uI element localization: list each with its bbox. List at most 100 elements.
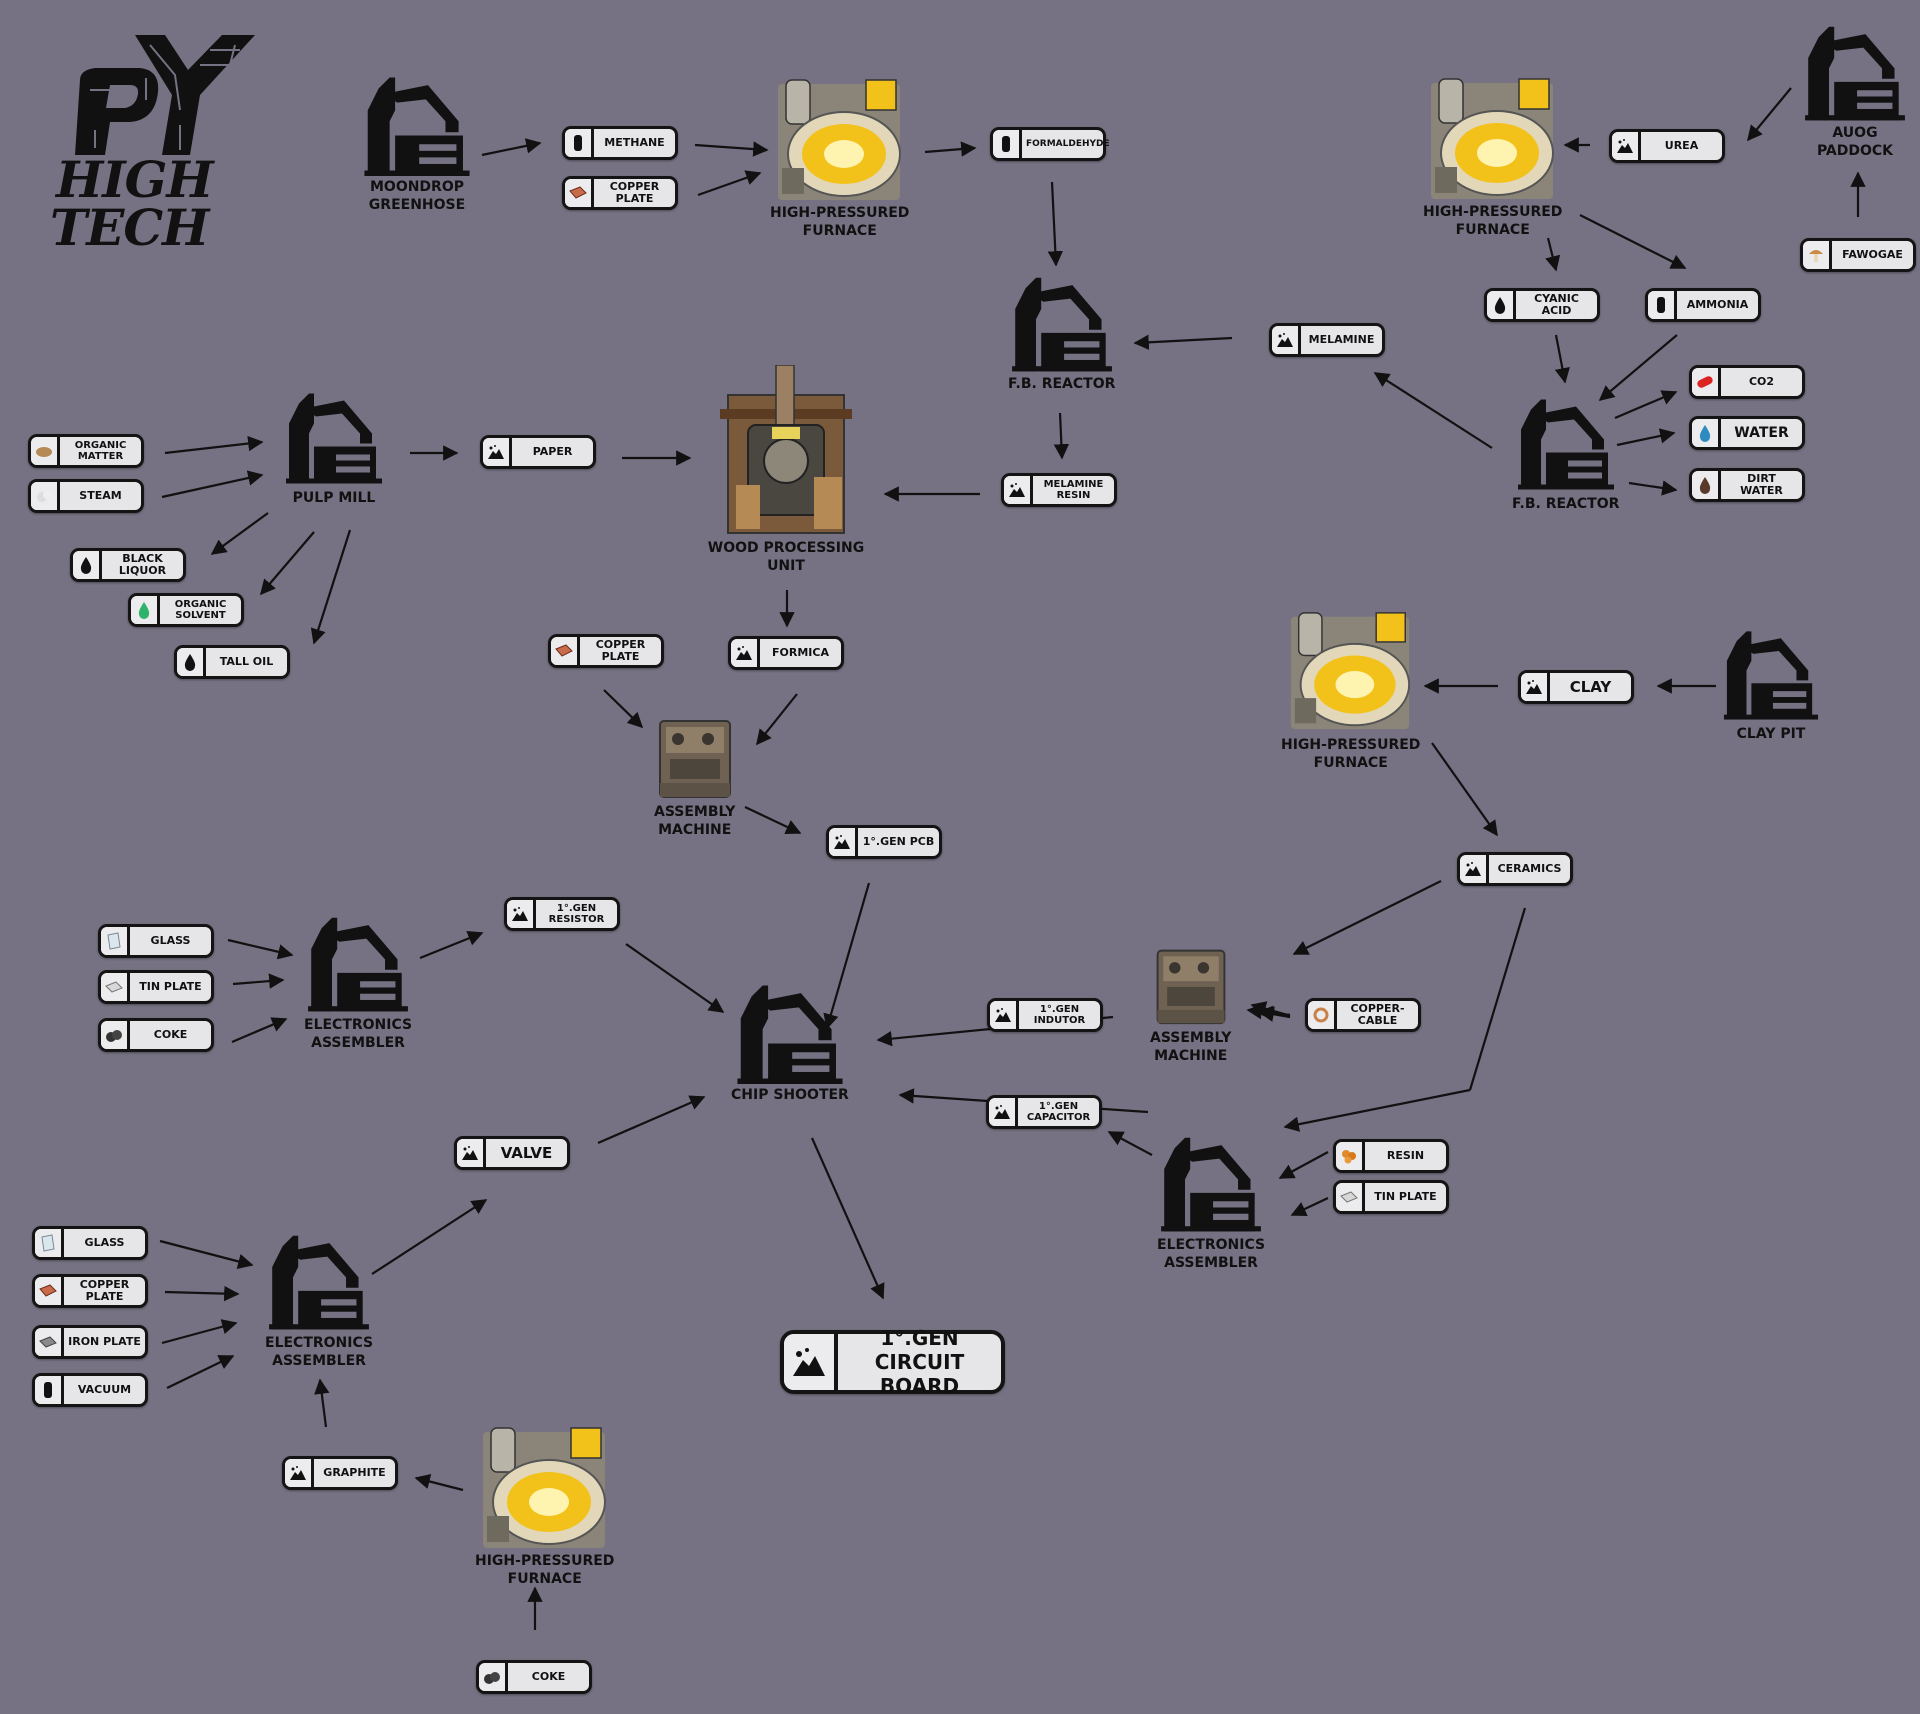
copper-plate-icon <box>565 179 594 207</box>
machine-hpf-clay: HIGH-PRESSURED FURNACE <box>1281 608 1420 772</box>
item-label: GLASS <box>84 1236 125 1249</box>
solid-pile-icon <box>285 1459 314 1487</box>
wood-processing-icon <box>720 365 852 534</box>
item-label: FORMALDEHYDE <box>1026 139 1110 149</box>
factory-building-icon <box>364 77 470 176</box>
coke-icon <box>101 1021 130 1049</box>
item-label: PAPER <box>532 445 573 458</box>
item-label: ORGANIC SOLVENT <box>174 599 227 621</box>
item-label: CO2 <box>1748 375 1775 388</box>
solid-pile-icon <box>1460 855 1489 883</box>
furnace-icon <box>1290 612 1410 730</box>
machine-hpf-top: HIGH-PRESSURED FURNACE <box>770 78 909 240</box>
factory-building-icon <box>1805 26 1905 121</box>
item-label: TIN PLATE <box>1374 1190 1437 1203</box>
item-1gen-pcb: 1°.GEN PCB <box>826 825 942 859</box>
steam-icon <box>31 482 60 510</box>
machine-hpf-urea: HIGH-PRESSURED FURNACE <box>1423 77 1562 239</box>
item-copper-plate-low: COPPER PLATE <box>32 1274 148 1308</box>
machine-wood-processing-unit: WOOD PROCESSING UNIT <box>702 365 870 575</box>
machine-label: ASSEMBLY MACHINE <box>654 804 736 838</box>
item-label: COKE <box>153 1028 188 1041</box>
copper-cable-icon <box>1308 1001 1337 1029</box>
tin-plate-icon <box>101 973 130 1001</box>
resin-icon <box>1336 1142 1365 1170</box>
item-organic-solvent: ORGANIC SOLVENT <box>128 593 244 627</box>
item-coke-2: COKE <box>476 1660 592 1694</box>
machine-electronics-assembler-resistor: ELECTRONICS ASSEMBLER <box>304 910 412 1052</box>
item-label: IRON PLATE <box>68 1335 141 1348</box>
item-label: CYANIC ACID <box>1534 292 1579 317</box>
item-label: FAWOGAE <box>1842 248 1903 261</box>
machine-label: ASSEMBLY MACHINE <box>1150 1030 1232 1064</box>
item-formica: FORMICA <box>728 636 844 670</box>
machine-fb-reactor-melamine: F.B. REACTOR <box>1008 271 1115 393</box>
solid-pile-icon <box>989 1098 1018 1126</box>
factory-building-icon <box>737 985 843 1084</box>
solvent-drop-icon <box>131 596 160 624</box>
item-label: TALL OIL <box>219 655 274 668</box>
solid-pile-icon <box>1272 326 1301 354</box>
item-copper-plate-mid: COPPER PLATE <box>548 634 664 668</box>
machine-clay-pit: CLAY PIT <box>1722 623 1820 743</box>
item-formaldehyde: FORMALDEHYDE <box>990 127 1110 161</box>
item-ammonia: AMMONIA <box>1645 288 1761 322</box>
item-dirt-water: DIRT WATER <box>1689 468 1805 502</box>
item-label: VACUUM <box>77 1383 132 1396</box>
machine-label: ELECTRONICS ASSEMBLER <box>1157 1237 1266 1271</box>
item-melamine: MELAMINE <box>1269 323 1385 357</box>
copper-plate-icon <box>35 1277 64 1305</box>
py-logo-icon <box>75 35 255 155</box>
item-clay: CLAY <box>1518 670 1634 704</box>
iron-plate-icon <box>35 1328 64 1356</box>
item-valve: VALVE <box>454 1136 570 1170</box>
machine-label: F.B. REACTOR <box>1008 376 1116 392</box>
solid-pile-icon <box>990 1001 1019 1029</box>
furnace-icon <box>1430 78 1554 199</box>
item-tin-plate-2: TIN PLATE <box>1333 1180 1449 1214</box>
item-label: COPPER PLATE <box>79 1278 130 1303</box>
factory-building-icon <box>308 917 408 1012</box>
machine-label: HIGH-PRESSURED FURNACE <box>1423 204 1563 238</box>
furnace-icon <box>482 1427 606 1548</box>
final-product-1gen-circuit-board: 1°.GEN CIRCUIT BOARD <box>780 1326 1005 1398</box>
gas-canister-icon <box>35 1376 64 1404</box>
assembly-machine-icon <box>658 720 731 798</box>
gas-canister-icon <box>565 129 594 157</box>
factory-building-icon <box>1723 631 1819 720</box>
item-label: STEAM <box>79 489 122 502</box>
item-label: 1°.GEN PCB <box>862 835 935 848</box>
item-label: ORGANIC MATTER <box>74 440 127 462</box>
factory-building-icon <box>269 1235 369 1330</box>
machine-label: ELECTRONICS ASSEMBLER <box>304 1017 413 1051</box>
tin-plate-icon <box>1336 1183 1365 1211</box>
machine-label: HIGH-PRESSURED FURNACE <box>1281 737 1421 771</box>
machine-label: WOOD PROCESSING UNIT <box>707 540 865 574</box>
solid-pile-icon <box>1521 673 1550 701</box>
fluid-drop-icon <box>177 648 206 676</box>
machine-label: F.B. REACTOR <box>1512 496 1620 512</box>
mushroom-icon <box>1803 241 1832 269</box>
machine-label: CHIP SHOOTER <box>731 1087 849 1103</box>
solid-pile-icon <box>507 900 536 928</box>
machine-auog-paddock: AUOG PADDOCK <box>1803 20 1907 160</box>
item-fawogae: FAWOGAE <box>1800 238 1916 272</box>
item-vacuum: VACUUM <box>32 1373 148 1407</box>
item-methane: METHANE <box>562 126 678 160</box>
item-graphite: GRAPHITE <box>282 1456 398 1490</box>
machine-assembly-pcb: ASSEMBLY MACHINE <box>654 713 735 839</box>
item-1gen-inductor: 1°.GEN INDUTOR <box>987 998 1103 1032</box>
item-label: BLACK LIQUOR <box>118 552 167 577</box>
item-label: VALVE <box>500 1144 553 1162</box>
item-label: FORMICA <box>772 646 829 659</box>
item-label: UREA <box>1664 139 1699 152</box>
machine-label: AUOG PADDOCK <box>1816 125 1894 159</box>
machine-label: PULP MILL <box>292 490 376 506</box>
machine-pulp-mill: PULP MILL <box>284 385 384 507</box>
machine-hpf-graphite: HIGH-PRESSURED FURNACE <box>475 1426 614 1588</box>
item-organic-matter: ORGANIC MATTER <box>28 434 144 468</box>
item-label: TIN PLATE <box>139 980 202 993</box>
item-label: GRAPHITE <box>323 1466 386 1479</box>
machine-label: ELECTRONICS ASSEMBLER <box>265 1335 374 1369</box>
